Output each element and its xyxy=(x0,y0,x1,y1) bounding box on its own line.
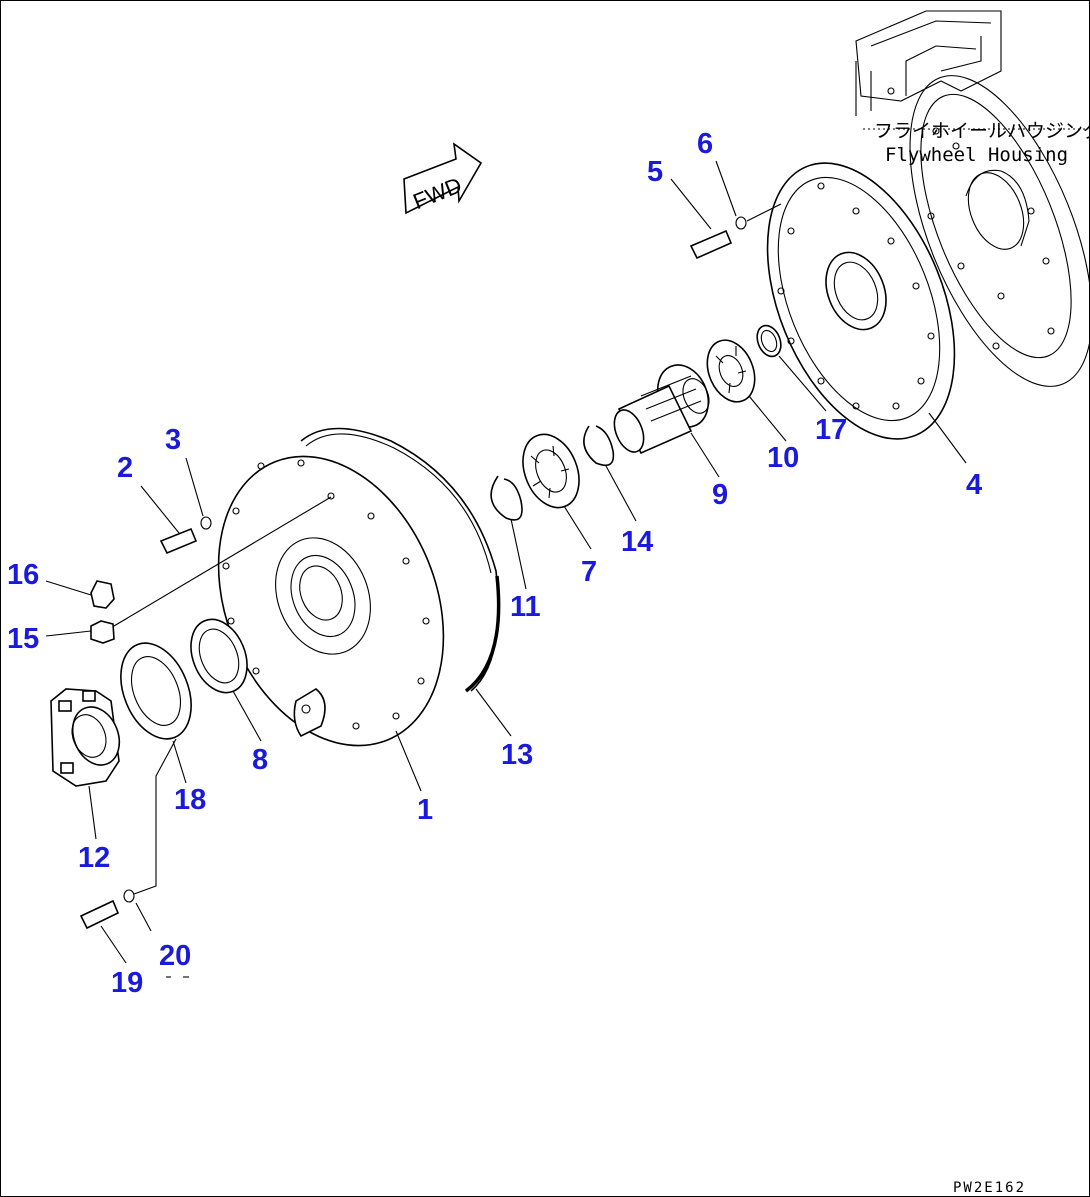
callout-11: 11 xyxy=(510,591,541,623)
callout-18: 18 xyxy=(174,784,206,816)
callout-10: 10 xyxy=(767,442,799,474)
callout-15: 15 xyxy=(7,623,39,655)
callout-19: 19 xyxy=(111,967,143,999)
callout-12: 12 xyxy=(78,842,110,874)
drawing-code: PW2E162 xyxy=(953,1180,1026,1196)
snap-ring-14 xyxy=(583,425,615,467)
callout-6: 6 xyxy=(697,128,713,160)
main-housing xyxy=(217,427,499,747)
callout-13: 13 xyxy=(501,739,533,771)
oil-seal xyxy=(190,618,248,694)
snap-ring-11 xyxy=(490,475,523,521)
callout-1: 1 xyxy=(417,794,433,826)
bearing-front xyxy=(522,433,580,509)
housing-label-en: Flywheel Housing xyxy=(885,144,1068,166)
callout-2: 2 xyxy=(117,452,133,484)
flywheel-housing xyxy=(855,10,1089,387)
callout-16: 16 xyxy=(7,559,39,591)
callout-8: 8 xyxy=(252,744,268,776)
o-ring xyxy=(464,575,501,693)
callout-20: 20 xyxy=(159,940,191,972)
gasket xyxy=(120,642,192,740)
bolt-washer-5-6 xyxy=(689,203,782,260)
forward-direction-arrow: FWD xyxy=(403,142,483,215)
plug-breather xyxy=(90,496,332,644)
end-cover xyxy=(50,688,121,787)
bolt-washer-2-3 xyxy=(159,516,212,555)
callout-4: 4 xyxy=(966,469,982,501)
bearing-rear xyxy=(706,339,756,403)
callout-numbers: 1 2 3 4 5 6 7 8 9 10 11 12 13 14 15 16 1… xyxy=(7,128,982,999)
callout-7: 7 xyxy=(581,556,597,588)
callout-9: 9 xyxy=(712,479,728,511)
leader-lines xyxy=(45,160,967,978)
callout-17: 17 xyxy=(815,414,847,446)
callout-5: 5 xyxy=(647,156,663,188)
callout-3: 3 xyxy=(165,424,181,456)
callout-14: 14 xyxy=(621,526,653,558)
housing-label-jp: フライホイールハウジング xyxy=(874,120,1090,142)
seal-ring xyxy=(756,324,782,358)
bolt-washer-19-20 xyxy=(79,738,177,930)
drive-shaft xyxy=(613,364,710,455)
adapter-plate xyxy=(766,162,956,440)
